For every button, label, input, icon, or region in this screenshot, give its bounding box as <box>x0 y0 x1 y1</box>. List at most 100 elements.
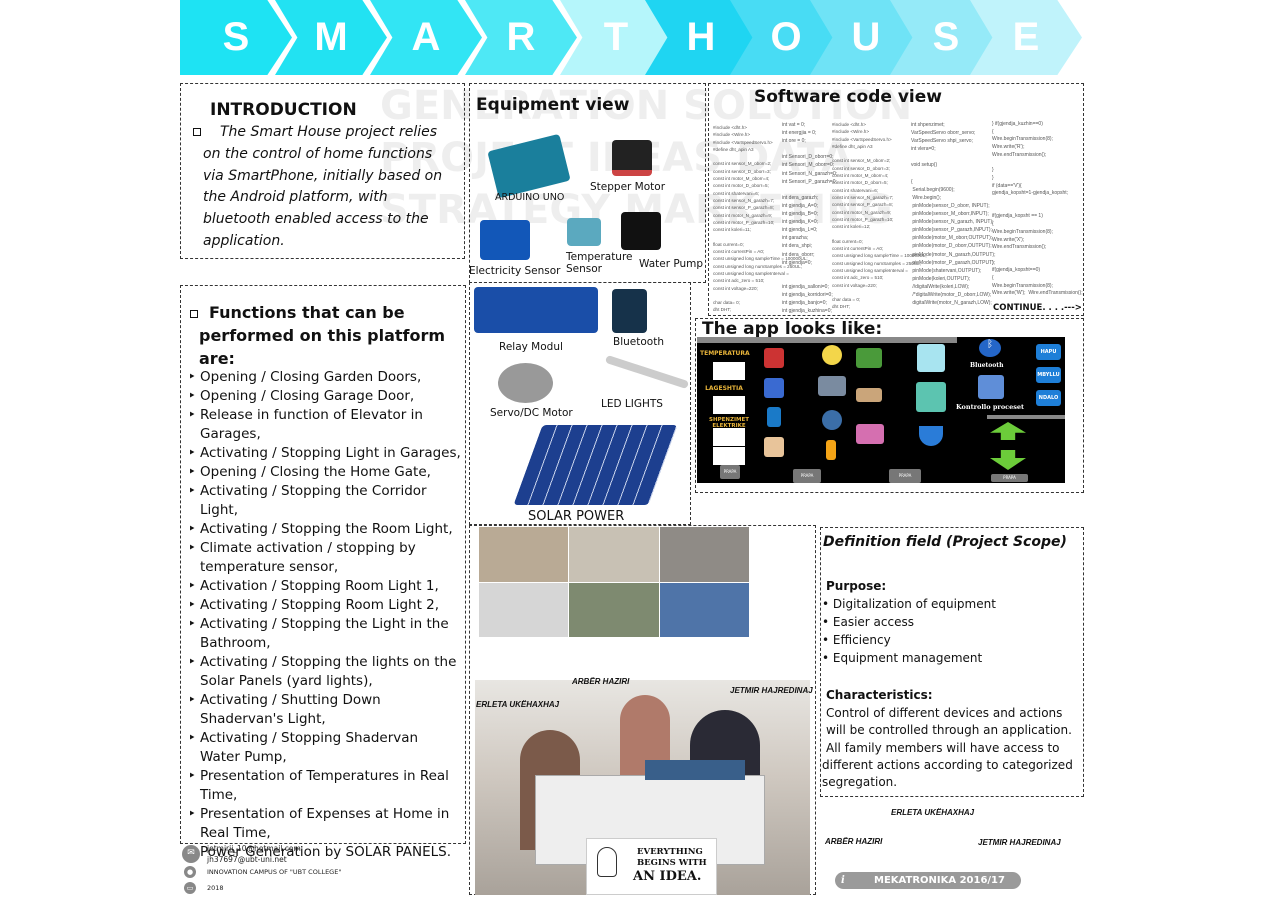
code-column: #include <dht.h> #include <Wire.h> #incl… <box>832 122 927 310</box>
temperature-label-app: TEMPERATURA <box>700 350 750 357</box>
function-item: Activating / Stopping Room Light 2, <box>182 596 462 615</box>
garage-gate-icon <box>764 348 784 368</box>
letter-chevron: M <box>275 0 387 75</box>
function-item: Activating / Stopping the Light in the B… <box>182 615 462 653</box>
continue-label: CONTINUE. . . .---> <box>993 303 1082 313</box>
humidity-label-app: LAGESHTIA <box>705 385 743 392</box>
purpose-item-text: Easier access <box>832 615 914 629</box>
expenses-field-2 <box>713 447 745 465</box>
app-panel: The app looks like: <box>695 318 1084 493</box>
purpose-item: • Easier access <box>822 615 914 629</box>
light-bulb-icon <box>822 345 842 365</box>
introduction-panel: INTRODUCTION The Smart House project rel… <box>180 83 465 259</box>
photo-name-jetmir: JETMIR HAJREDINAJ <box>730 686 813 695</box>
calendar-icon: ▭ <box>184 882 196 894</box>
electricity-sensor-image <box>480 220 530 260</box>
relay-label: Relay Modul <box>499 341 563 353</box>
function-item: Opening / Closing Garden Doors, <box>182 368 462 387</box>
temperature-field <box>713 362 745 380</box>
stepper-motor-image <box>612 140 652 176</box>
expenses-field <box>713 428 745 446</box>
equipment-modules-panel <box>469 282 691 525</box>
purpose-item: • Equipment management <box>822 651 983 665</box>
stepper-label: Stepper Motor <box>590 181 666 193</box>
close-button[interactable]: MBYLLU <box>1036 367 1061 383</box>
code-column: #include <dht.h> #include <Wire.h> #incl… <box>713 125 808 313</box>
function-item: Activating / Stopping the Room Light, <box>182 520 462 539</box>
servo-label: Servo/DC Motor <box>490 407 573 419</box>
characteristics-title: Characteristics: <box>826 688 933 702</box>
function-item: Activating / Stopping the lights on the … <box>182 653 462 691</box>
garage-icon <box>764 378 784 398</box>
open-button[interactable]: HAPU <box>1036 344 1061 360</box>
arduino-label: ARDUINO UNO <box>495 192 565 203</box>
code-column: int vat = 0; int energjia = 0; int ore =… <box>782 122 838 315</box>
idea-sign: EVERYTHING BEGINS WITH AN IDEA. <box>586 838 717 895</box>
door-icon <box>767 407 781 427</box>
code-column: int shpenzimet; VarSpeedServo oborr_serv… <box>911 122 996 307</box>
functions-panel: Functions that can be performed on this … <box>180 285 466 862</box>
stop-button[interactable]: NDALO <box>1036 390 1061 406</box>
letter-chevron: S <box>180 0 292 75</box>
purpose-item-text: Digitalization of equipment <box>832 597 996 611</box>
light-bulb-icon <box>597 847 617 877</box>
year-text: 2018 <box>207 884 224 892</box>
slogan-line: BEGINS WITH <box>637 858 707 868</box>
function-item: Presentation of Temperatures in Real Tim… <box>182 767 462 805</box>
team-photo <box>475 680 810 895</box>
photo-name-erleta: ERLETA UKËHAXHAJ <box>476 700 560 709</box>
house-icon <box>978 375 1004 399</box>
lightning-icon <box>826 440 836 460</box>
water-pump-label: Water Pump <box>639 258 704 270</box>
bathtub-icon <box>919 426 943 446</box>
characteristics-text-1: Control of different devices and actions… <box>826 706 1072 737</box>
function-item: Activating / Stopping the Corridor Light… <box>182 482 462 520</box>
footer-name-jetmir: JETMIR HAJREDINAJ <box>978 838 1061 847</box>
relay-module-image <box>474 287 598 333</box>
bluetooth-icon: ᛒ <box>979 339 1001 357</box>
temperature-sensor-image <box>567 218 601 246</box>
introduction-text: The Smart House project relies on the co… <box>203 124 443 249</box>
bluetooth-module-image <box>612 289 647 333</box>
introduction-title: INTRODUCTION <box>210 100 357 120</box>
functions-list: Opening / Closing Garden Doors,Opening /… <box>182 368 462 862</box>
bluetooth-label: Bluetooth <box>613 336 664 348</box>
gate-icon <box>764 437 784 457</box>
photo-name-arber: ARBËR HAZIRI <box>572 677 630 686</box>
email-icon: ✉ <box>182 845 200 863</box>
app-title: The app looks like: <box>702 319 883 339</box>
course-badge: i MEKATRONIKA 2016/17 <box>835 872 1021 889</box>
back-button[interactable]: PRAPA <box>991 474 1028 482</box>
course-label: MEKATRONIKA 2016/17 <box>874 875 1005 886</box>
slogan-line: AN IDEA. <box>633 869 702 884</box>
fountain-icon <box>822 410 842 430</box>
back-button[interactable]: PRAPA <box>889 469 921 483</box>
purpose-item: • Efficiency <box>822 633 891 647</box>
servo-motor-image <box>498 363 553 403</box>
control-processes-label: Kontrollo proceset <box>956 403 1025 411</box>
back-button[interactable]: PRAPA <box>793 469 821 483</box>
footer-name-arber: ARBËR HAZIRI <box>825 837 883 846</box>
square-bullet-icon <box>190 310 198 318</box>
function-item: Activating / Stopping Shadervan Water Pu… <box>182 729 462 767</box>
function-item: Opening / Closing Garage Door, <box>182 387 462 406</box>
title-banner: S M A R T H O U S E <box>180 0 1082 75</box>
definition-title: Definition field (Project Scope) <box>823 534 1067 550</box>
purpose-title: Purpose: <box>826 579 887 593</box>
humidity-field <box>713 396 745 414</box>
function-item: Activating / Shutting Down Shadervan's L… <box>182 691 462 729</box>
location-icon: ● <box>184 866 196 878</box>
email-primary: jetmirii_10@hotmail.com <box>207 844 301 853</box>
function-item: Climate activation / stopping by tempera… <box>182 539 462 577</box>
function-item: Release in function of Elevator in Garag… <box>182 406 462 444</box>
bedroom-icon <box>856 424 884 444</box>
equipment-title: Equipment view <box>476 95 630 115</box>
model-photo-collage <box>479 527 749 637</box>
functions-title: Functions that can be performed on this … <box>199 303 446 368</box>
characteristics-text-2: All family members will have access to d… <box>822 741 1073 789</box>
square-bullet-icon <box>193 128 201 136</box>
code-column: } if(gjendja_kuzhin==0) { Wire.beginTran… <box>992 121 1083 297</box>
purpose-list: • Digitalization of equipment• Easier ac… <box>822 595 996 667</box>
software-code-panel: Software code view <box>708 83 1084 316</box>
back-button[interactable]: PRAPA <box>720 465 740 479</box>
